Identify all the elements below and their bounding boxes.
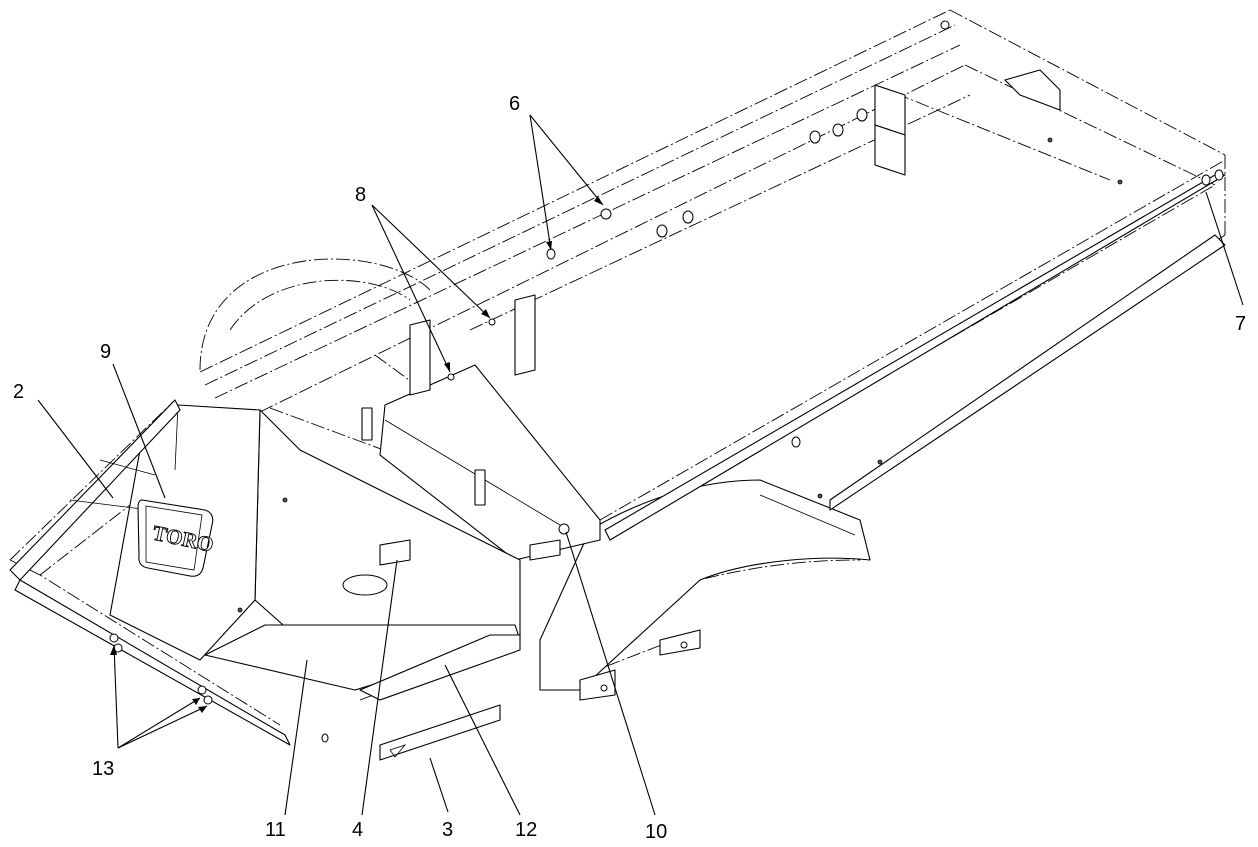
callout-8: 8 — [355, 184, 366, 206]
callout-9: 9 — [100, 341, 111, 363]
callout-4: 4 — [352, 819, 363, 841]
callout-7: 7 — [1235, 313, 1246, 335]
callout-11: 11 — [265, 819, 286, 841]
callout-12: 12 — [515, 819, 537, 841]
frame-holes — [109, 20, 1224, 743]
callout-3: 3 — [442, 819, 453, 841]
leader-lines — [37, 114, 1244, 816]
callout-2: 2 — [13, 381, 24, 403]
toro-logo-decal: TORO — [137, 499, 216, 577]
callout-6: 6 — [509, 93, 520, 115]
frame-solid-parts — [9, 69, 1226, 761]
callout-10: 10 — [645, 821, 667, 843]
callout-labels: 2 3 4 6 7 8 9 10 11 12 13 — [13, 93, 1246, 843]
callout-13: 13 — [92, 758, 114, 780]
